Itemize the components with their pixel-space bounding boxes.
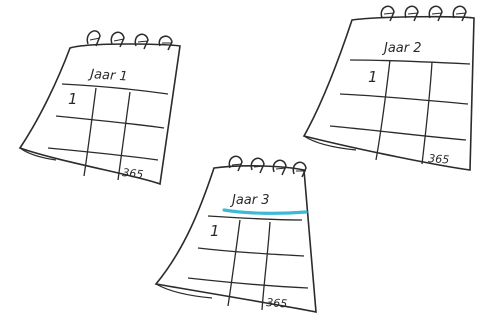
calendar-year-3: Jaar 3 1 365: [156, 156, 316, 312]
last-day-number: 365: [428, 152, 450, 166]
calendar-title: Jaar 1: [87, 67, 128, 85]
calendar-year-1: Jaar 1 1 365: [20, 31, 180, 184]
first-day-number: 1: [368, 68, 378, 86]
calendar-page: [156, 166, 316, 312]
calendar-page: [304, 17, 474, 170]
last-day-number: 365: [266, 296, 288, 310]
last-day-number: 365: [122, 166, 144, 181]
calendar-year-2: Jaar 2 1 365: [304, 6, 474, 170]
calendar-title: Jaar 2: [381, 41, 422, 56]
first-day-number: 1: [210, 222, 220, 240]
calendar-title: Jaar 3: [229, 193, 270, 208]
first-day-number: 1: [68, 90, 78, 108]
calendar-page: [20, 44, 180, 184]
